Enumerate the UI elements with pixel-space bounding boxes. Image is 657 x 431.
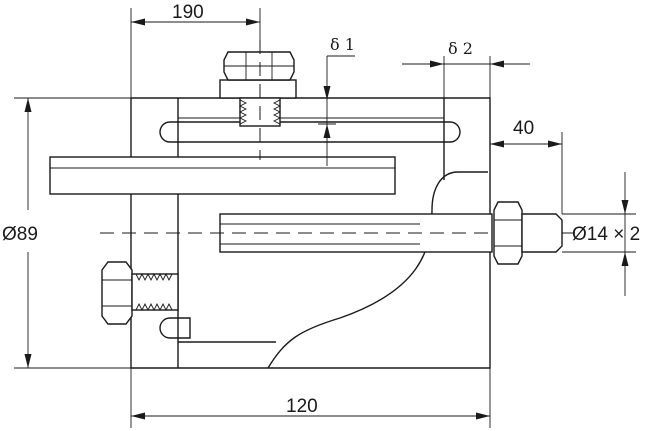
- dim-phi14x2: Ø14 × 2: [572, 224, 640, 245]
- dim-delta2: δ 2: [448, 39, 473, 58]
- top-bolt: [219, 40, 297, 160]
- center-stud: [100, 213, 575, 253]
- dim-delta1: δ 1: [330, 35, 355, 54]
- dimension-lines: [14, 8, 636, 428]
- side-bolt-left: [101, 261, 179, 325]
- dim-phi89: Ø89: [2, 224, 38, 245]
- dim-40: 40: [513, 118, 534, 139]
- dim-190: 190: [172, 2, 204, 23]
- dim-120: 120: [286, 396, 318, 417]
- right-end-nut: [493, 201, 563, 265]
- clamp-jaw: [178, 171, 488, 369]
- clamp-bar: [49, 156, 396, 195]
